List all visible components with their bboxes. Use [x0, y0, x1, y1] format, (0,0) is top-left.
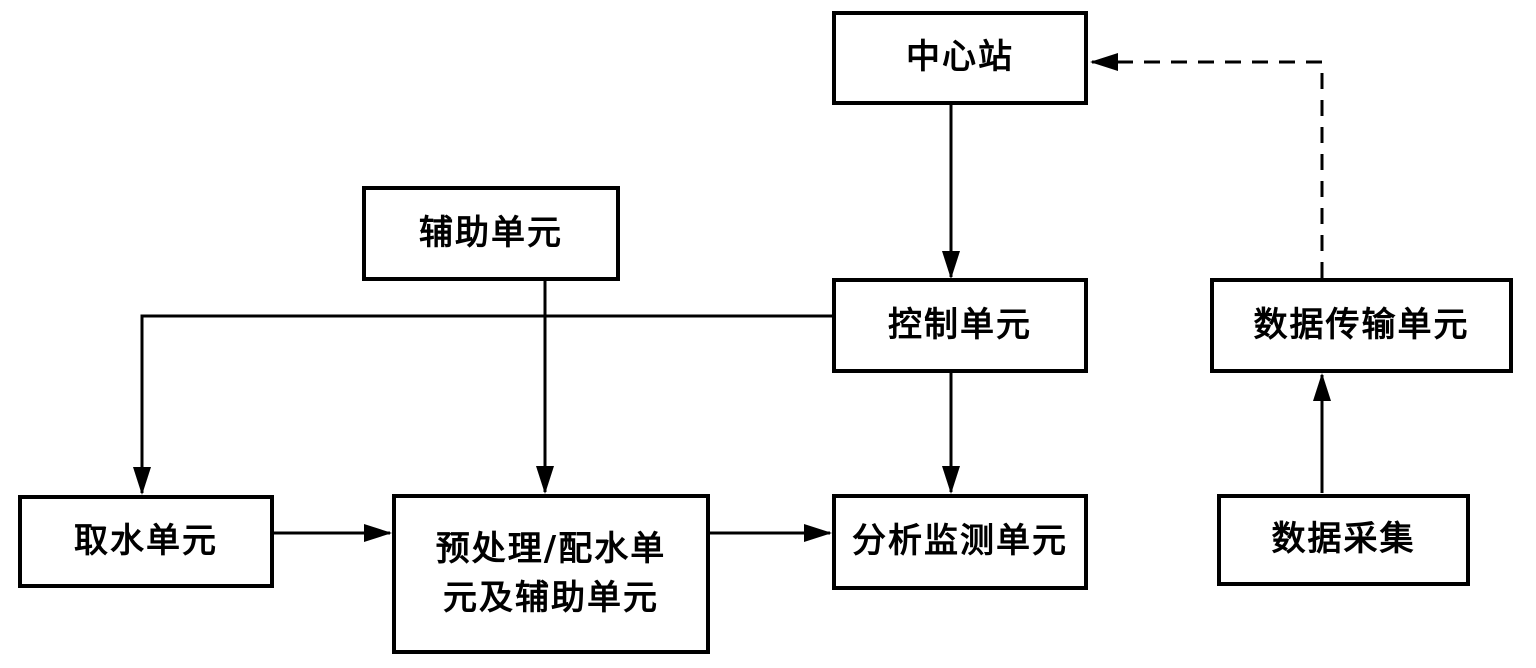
node-pretreatment-unit-label-line2: 元及辅助单元 — [443, 578, 659, 618]
node-auxiliary-unit-label: 辅助单元 — [419, 212, 563, 253]
node-analysis-monitoring-unit: 分析监测单元 — [832, 494, 1088, 590]
node-analysis-monitoring-unit-label: 分析监测单元 — [852, 521, 1068, 562]
edge-data-transmission-to-central-station-dashed — [1090, 53, 1324, 278]
node-water-intake-unit: 取水单元 — [18, 495, 274, 588]
node-central-station: 中心站 — [832, 11, 1088, 105]
node-data-collection: 数据采集 — [1217, 494, 1470, 586]
node-control-unit: 控制单元 — [832, 278, 1088, 373]
node-pretreatment-unit: 预处理/配水单 元及辅助单元 — [392, 494, 710, 654]
node-data-transmission-unit: 数据传输单元 — [1210, 278, 1513, 373]
node-pretreatment-unit-label-line1: 预处理/配水单 — [435, 528, 667, 569]
node-water-intake-unit-label: 取水单元 — [74, 520, 218, 561]
node-data-collection-label: 数据采集 — [1271, 519, 1416, 560]
node-data-transmission-unit-label: 数据传输单元 — [1253, 304, 1470, 345]
node-auxiliary-unit: 辅助单元 — [362, 186, 620, 281]
node-control-unit-label: 控制单元 — [888, 304, 1032, 345]
node-central-station-label: 中心站 — [906, 37, 1014, 78]
edge-control-unit-to-water-intake — [133, 314, 832, 495]
